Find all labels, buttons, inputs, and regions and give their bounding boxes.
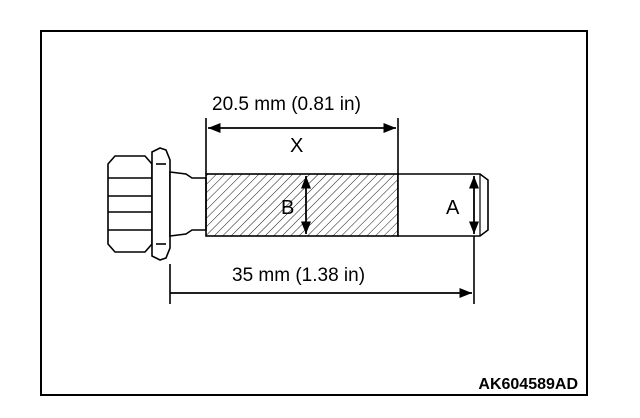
reference-code: AK604589AD	[478, 376, 578, 393]
dimension-label-top: 20.5 mm (0.81 in)	[212, 94, 361, 115]
label-b: B	[281, 197, 294, 219]
diagram-frame	[40, 30, 588, 396]
bolt-neck	[169, 171, 207, 237]
thread-section-x	[205, 173, 399, 237]
label-x: X	[290, 135, 303, 157]
dimension-label-bottom: 35 mm (1.38 in)	[232, 265, 365, 286]
label-a: A	[446, 197, 460, 219]
bolt-head	[107, 147, 171, 261]
